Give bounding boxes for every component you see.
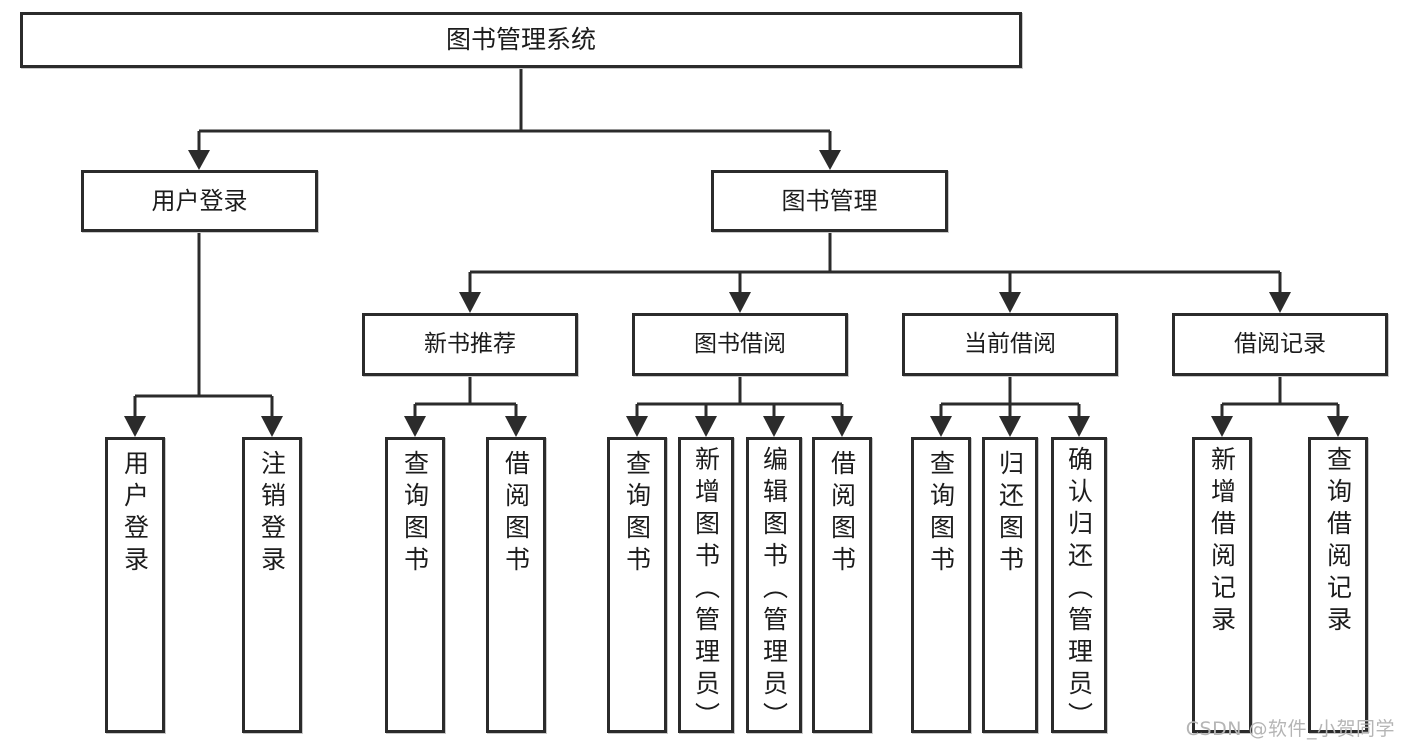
node-leaf-borrow-edit-book[interactable]: 编辑图书（管理员） [746, 437, 802, 734]
node-label: 确认归还（管理员） [1064, 446, 1094, 734]
node-label: 查询图书 [622, 450, 652, 578]
node-leaf-record-add[interactable]: 新增借阅记录 [1192, 437, 1252, 733]
node-book-borrow[interactable]: 图书借阅 [632, 313, 848, 376]
node-leaf-current-return-book[interactable]: 归还图书 [982, 437, 1038, 733]
node-borrow-record[interactable]: 借阅记录 [1172, 313, 1388, 376]
node-label: 查询图书 [926, 450, 956, 578]
node-leaf-borrow-lend-book[interactable]: 借阅图书 [812, 437, 872, 733]
node-label: 归还图书 [995, 450, 1025, 578]
csdn-watermark: CSDN @软件_小贺同学 [1185, 718, 1395, 740]
node-label: 借阅记录 [1234, 330, 1326, 357]
node-label: 新书推荐 [424, 330, 516, 357]
node-label: 编辑图书（管理员） [759, 446, 789, 734]
node-user-login[interactable]: 用户登录 [81, 170, 318, 232]
node-leaf-current-query-book[interactable]: 查询图书 [911, 437, 971, 733]
node-label: 注销登录 [257, 450, 287, 578]
node-label: 用户登录 [151, 186, 248, 215]
node-label: 查询图书 [400, 450, 430, 578]
node-new-book-recommend[interactable]: 新书推荐 [362, 313, 578, 376]
node-leaf-recommend-borrow-book[interactable]: 借阅图书 [486, 437, 546, 733]
node-label: 用户登录 [120, 450, 150, 578]
node-leaf-current-confirm-return[interactable]: 确认归还（管理员） [1051, 437, 1107, 734]
node-label: 图书借阅 [694, 330, 786, 357]
node-leaf-borrow-add-book[interactable]: 新增图书（管理员） [678, 437, 734, 734]
node-current-borrow[interactable]: 当前借阅 [902, 313, 1118, 376]
node-leaf-borrow-query-book[interactable]: 查询图书 [607, 437, 667, 733]
node-label: 新增图书（管理员） [691, 446, 721, 734]
node-book-manage[interactable]: 图书管理 [711, 170, 948, 232]
node-label: 当前借阅 [964, 330, 1056, 357]
node-label: 新增借阅记录 [1207, 446, 1237, 638]
node-label: 借阅图书 [501, 450, 531, 578]
node-root-system[interactable]: 图书管理系统 [20, 12, 1022, 68]
node-leaf-user-logout[interactable]: 注销登录 [242, 437, 302, 733]
node-label: 图书管理 [781, 186, 878, 215]
node-leaf-record-query[interactable]: 查询借阅记录 [1308, 437, 1368, 733]
node-label: 图书管理系统 [445, 25, 596, 55]
node-label: 查询借阅记录 [1323, 446, 1353, 638]
node-leaf-recommend-query-book[interactable]: 查询图书 [385, 437, 445, 733]
node-leaf-user-login[interactable]: 用户登录 [105, 437, 165, 733]
node-label: 借阅图书 [827, 450, 857, 578]
